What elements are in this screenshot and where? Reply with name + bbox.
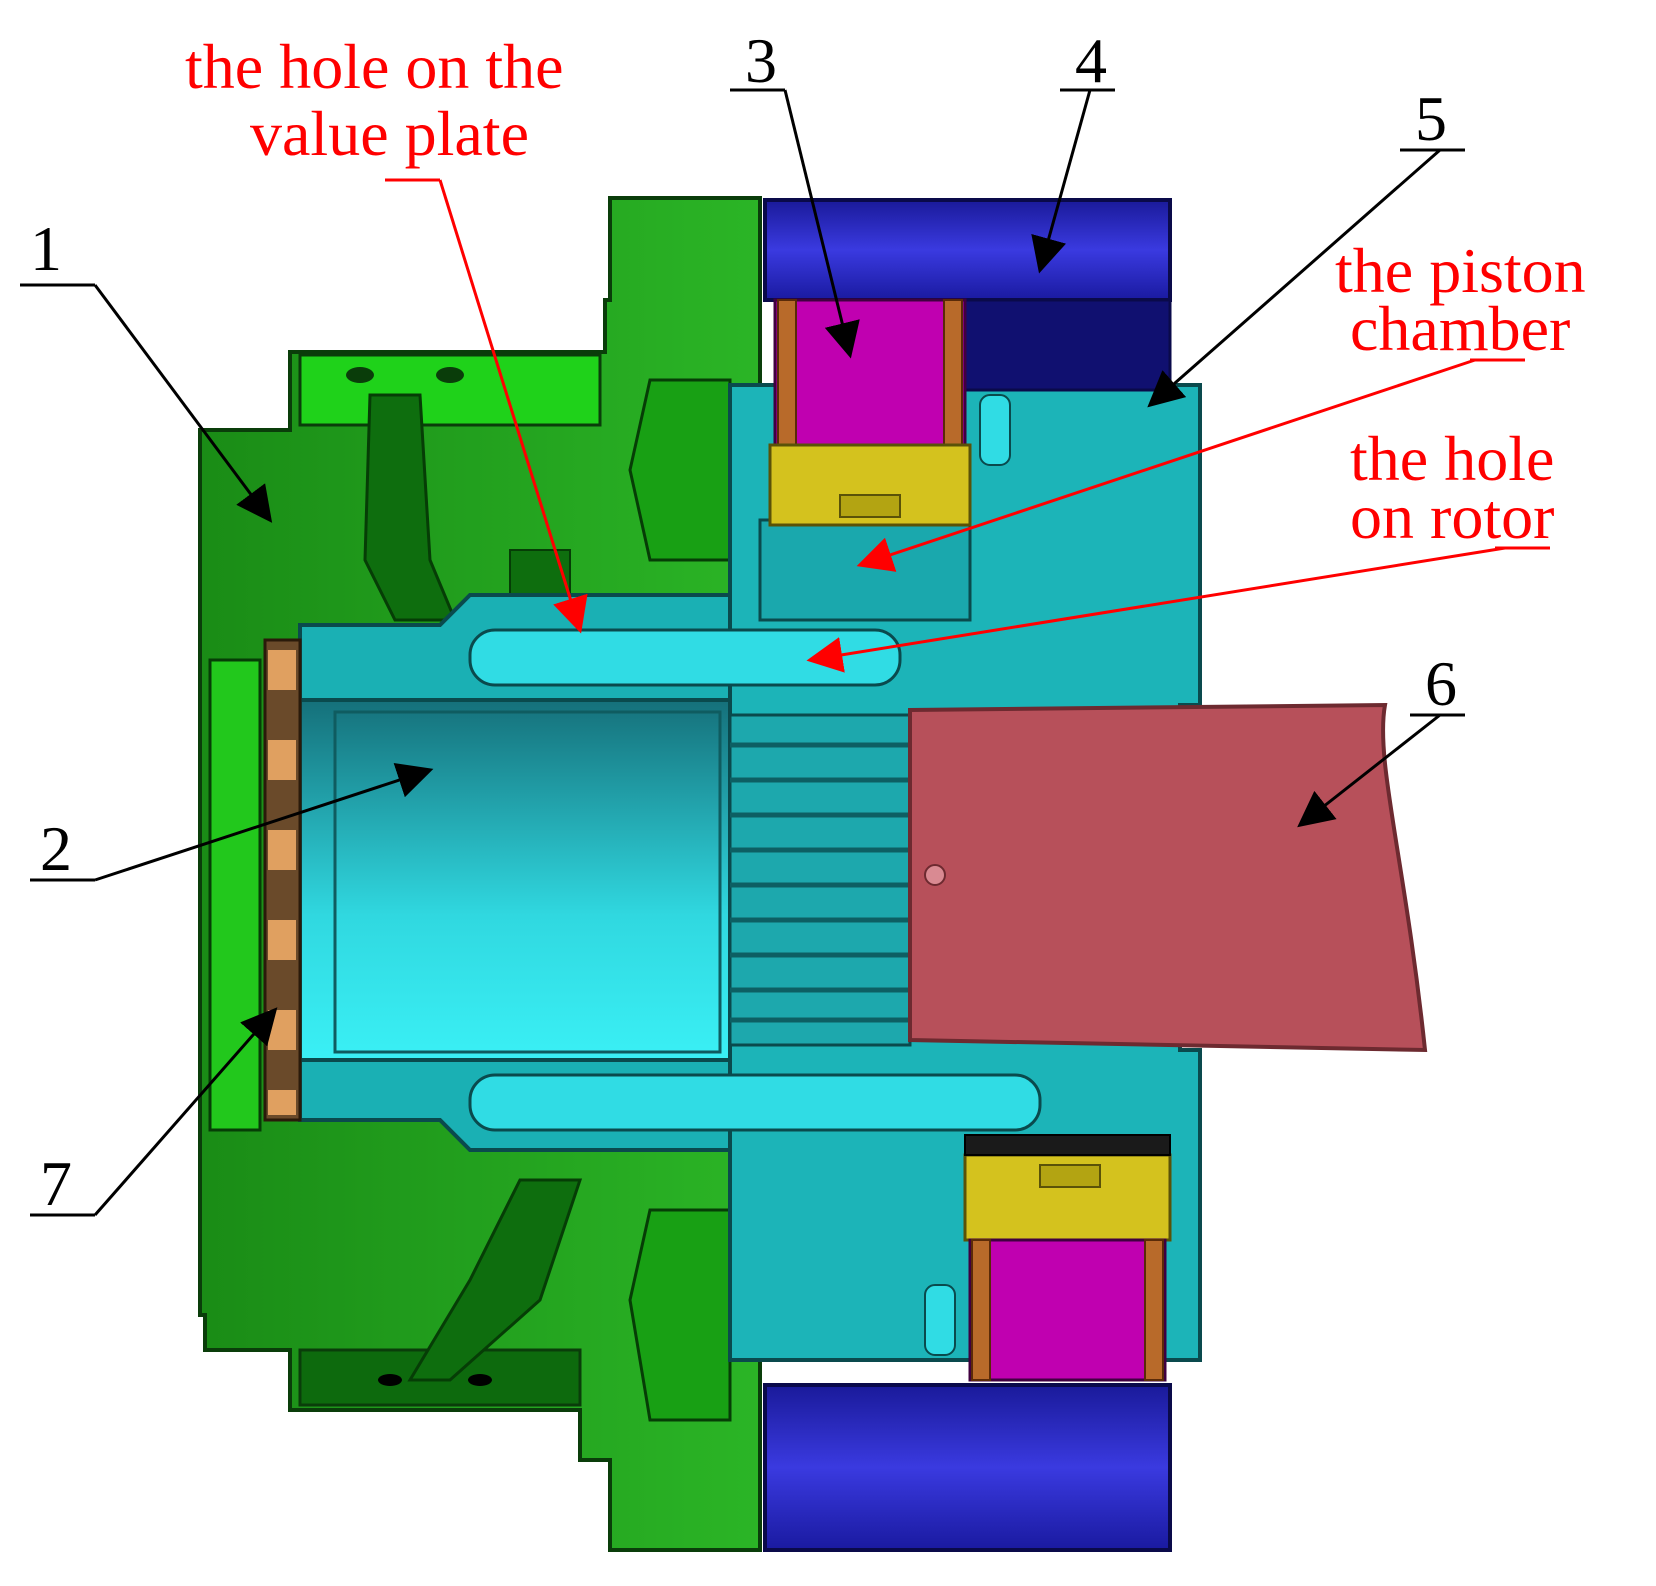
red-leader-lines xyxy=(385,178,1550,673)
rotor-seal-lower xyxy=(924,1284,956,1356)
leader-7 xyxy=(93,1007,278,1216)
piston-lower xyxy=(963,1134,1172,1382)
label-7: 7 xyxy=(40,1148,72,1219)
annotation-piston-line1: the piston xyxy=(1335,235,1586,306)
label-4: 4 xyxy=(1075,25,1107,96)
rotor-seal-upper xyxy=(979,394,1011,466)
label-6: 6 xyxy=(1425,648,1457,719)
rotor-hole-upper xyxy=(468,628,902,687)
leader-2 xyxy=(94,763,434,882)
piston-chamber-upper xyxy=(758,518,972,622)
label-5: 5 xyxy=(1415,83,1447,154)
piston-upper-part-3 xyxy=(768,298,972,527)
leader-rotor-hole xyxy=(806,546,1506,673)
stator-ring-lower xyxy=(763,1383,1172,1552)
housing-top-flange xyxy=(298,353,602,427)
inner-cylinder-face xyxy=(333,710,722,1054)
label-3: 3 xyxy=(745,25,777,96)
housing-recess-bottom xyxy=(628,1208,732,1422)
annotation-valve-hole-line2: value plate xyxy=(250,98,529,169)
inner-cylinder-part-2 xyxy=(298,698,732,1062)
spline-teeth xyxy=(728,713,912,1047)
bolt-hole xyxy=(468,1374,492,1386)
leader-6 xyxy=(1297,713,1441,828)
annotation-valve-hole-line1: the hole on the xyxy=(185,31,564,102)
shaft-part-6 xyxy=(908,702,1428,1053)
bearing-part-7 xyxy=(263,638,302,1122)
housing-small-slot xyxy=(509,549,571,596)
leader-3 xyxy=(783,89,860,359)
leader-4 xyxy=(1031,89,1092,274)
label-1: 1 xyxy=(30,213,62,284)
rotor-hole-lower xyxy=(468,1073,1042,1132)
annotation-rotor-hole-line1: the hole xyxy=(1350,423,1554,494)
annotation-rotor-hole-line2: on rotor xyxy=(1350,481,1554,552)
label-2: 2 xyxy=(40,813,72,884)
housing-recess-top xyxy=(628,378,732,562)
bolt-hole xyxy=(436,367,464,383)
annotation-piston-line2: chamber xyxy=(1350,293,1570,364)
leader-1 xyxy=(93,284,273,523)
shaft-pin xyxy=(924,864,946,886)
oil-channel-lower xyxy=(407,1178,583,1382)
leader-piston-chamber xyxy=(856,358,1476,572)
housing-side-wall xyxy=(208,658,262,1132)
leader-lines xyxy=(20,88,1465,1217)
leader-5 xyxy=(1147,148,1441,408)
leader-valve-hole xyxy=(438,179,588,634)
stator-ring-upper-inner xyxy=(963,298,1172,392)
bolt-hole xyxy=(378,1374,402,1386)
bolt-hole xyxy=(346,367,374,383)
